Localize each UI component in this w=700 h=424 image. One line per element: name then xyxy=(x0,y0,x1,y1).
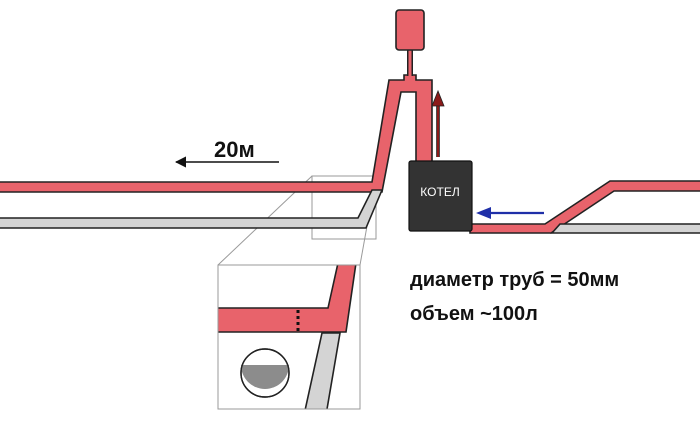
distance-label: 20м xyxy=(214,137,255,162)
flow-up-arrow xyxy=(431,89,445,157)
pipe-diameter-label: диаметр труб = 50мм xyxy=(410,269,619,291)
return-pipe-left xyxy=(0,189,384,229)
expansion-tank-body xyxy=(395,9,425,51)
boiler-label: КОТЕЛ xyxy=(420,185,459,199)
boiler-body xyxy=(408,160,473,232)
pipe-cross-section xyxy=(240,348,290,398)
zoom-inset-frame xyxy=(217,264,361,410)
supply-pipe-left xyxy=(0,74,433,193)
distance-indicator: 20м xyxy=(174,137,279,168)
supply-pipe-right xyxy=(469,180,700,234)
supply-pipe xyxy=(0,74,700,234)
boiler: КОТЕЛ xyxy=(408,160,473,232)
expansion-tank xyxy=(395,9,425,76)
return-pipe xyxy=(0,189,700,234)
flow-in-arrow xyxy=(476,207,544,219)
return-pipe-right xyxy=(550,223,700,234)
inset-return-pipe xyxy=(304,332,341,409)
volume-label: объем ~100л xyxy=(410,303,538,325)
inset-supply-pipe xyxy=(218,265,357,333)
zoom-source-frame xyxy=(311,175,377,240)
spec-text: диаметр труб = 50мм объем ~100л xyxy=(410,269,619,325)
zoom-inset xyxy=(217,264,361,410)
